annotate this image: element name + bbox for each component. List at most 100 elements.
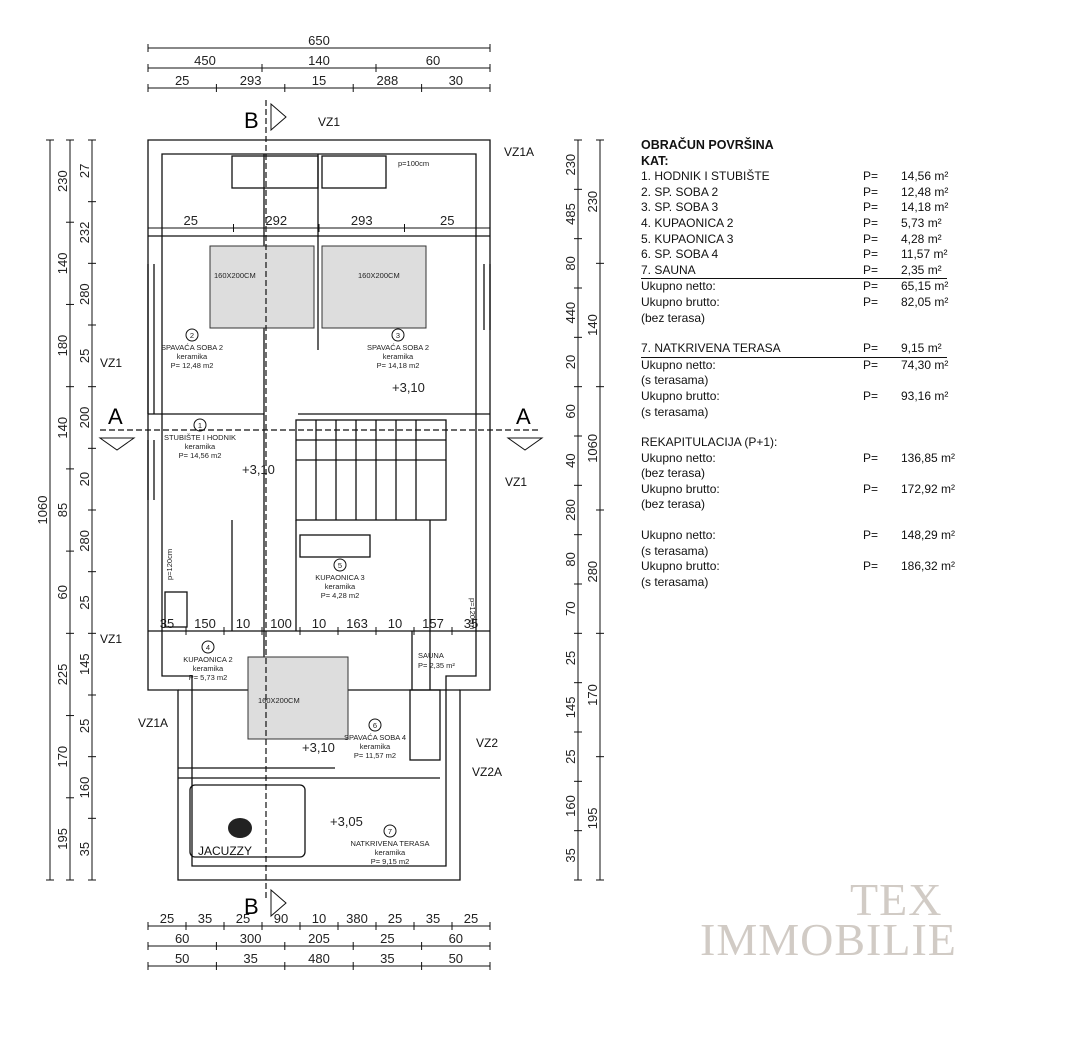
- jacuzzi-drain: [228, 818, 252, 838]
- dimension-label: 90: [274, 911, 288, 926]
- room-name: SPAVAĆA SOBA 4: [344, 733, 406, 742]
- room-floor: keramika: [325, 582, 356, 591]
- dimension-label: 440: [563, 302, 578, 324]
- room-num: 5: [338, 561, 342, 570]
- area-calculation-table: OBRAČUN POVRŠINA KAT: 1. HODNIK I STUBIŠ…: [641, 138, 971, 590]
- dimension-label: 40: [563, 453, 578, 467]
- walls: [147, 139, 491, 881]
- dimension-label: 35: [243, 951, 257, 966]
- note: (bez terasa): [641, 497, 706, 512]
- room-number-circle: [333, 558, 347, 572]
- dimension-label: 160: [77, 777, 92, 799]
- dimension-label: 25: [236, 911, 250, 926]
- dimension-label: 25: [184, 213, 198, 228]
- dimension-label: 195: [585, 807, 600, 829]
- jacuzzi-label: JACUZZY: [198, 844, 252, 858]
- dimension-label: 232: [77, 222, 92, 244]
- dimension-label: 145: [563, 696, 578, 718]
- room-name: SPAVAĆA SOBA 2: [367, 343, 429, 352]
- room-area: P= 5,73 m2: [189, 673, 228, 682]
- section-b-top: B: [244, 108, 259, 133]
- room-num: 6: [373, 721, 377, 730]
- room-number-circle: [391, 328, 405, 342]
- dimension-label: 27: [77, 164, 92, 178]
- dimension-label: 280: [77, 283, 92, 305]
- section-arrows: [98, 102, 544, 918]
- dimension-label: 15: [312, 73, 326, 88]
- dimension-label: 10: [312, 911, 326, 926]
- dimension-label: 300: [240, 931, 262, 946]
- dimension-label: 25: [464, 911, 478, 926]
- dimension-label: 293: [240, 73, 262, 88]
- dimension-label: 170: [55, 746, 70, 768]
- room-number-circle: [368, 718, 382, 732]
- dimension-label: 25: [563, 651, 578, 665]
- room-floor: keramika: [193, 664, 224, 673]
- room-name: NATKRIVENA TERASA: [351, 839, 430, 848]
- dimension-label: 85: [55, 503, 70, 517]
- dimension-label: 288: [377, 73, 399, 88]
- dimension-label: 35: [380, 951, 394, 966]
- table-row: Ukupno brutto:P=172,92 m²: [641, 481, 956, 496]
- sauna-area: P= 2,35 m²: [418, 661, 455, 670]
- dimension-label: 1060: [35, 496, 50, 525]
- level-mark: +3,10: [392, 380, 425, 395]
- dimension-label: 140: [308, 53, 330, 68]
- dimension-label: 480: [308, 951, 330, 966]
- dimension-label: 25: [77, 719, 92, 733]
- dimension-label: 60: [563, 404, 578, 418]
- table-row: Ukupno brutto:P=93,16 m²: [641, 388, 949, 403]
- dimension-label: 50: [175, 951, 189, 966]
- sauna-label: SAUNA: [418, 651, 444, 660]
- table-row: Ukupno netto:P=136,85 m²: [641, 450, 956, 465]
- table-row: Ukupno brutto:P=82,05 m²: [641, 294, 949, 309]
- section-a-left: A: [108, 404, 123, 429]
- dimension-label: 140: [55, 417, 70, 439]
- dimension-label: 25: [77, 595, 92, 609]
- beds: [209, 245, 427, 740]
- room-floor: keramika: [383, 352, 414, 361]
- dimension-label: 25: [563, 749, 578, 763]
- dimension-label: 25: [388, 911, 402, 926]
- table-title: OBRAČUN POVRŠINA: [641, 138, 774, 152]
- room-num: 1: [198, 421, 202, 430]
- vz2-label: VZ2: [476, 736, 498, 750]
- room-name: KUPAONICA 2: [183, 655, 232, 664]
- room-name: SPAVAĆA SOBA 2: [161, 343, 223, 352]
- dimension-label: 50: [449, 951, 463, 966]
- table-row: Ukupno netto:P=65,15 m²: [641, 279, 949, 294]
- dimension-label: 170: [585, 684, 600, 706]
- room-num: 7: [388, 827, 392, 836]
- window-height-120-left: p=120cm: [165, 549, 174, 580]
- bed-label: 160X200CM: [358, 271, 400, 280]
- room-area: P= 4,28 m2: [321, 591, 360, 600]
- dimension-label: 140: [585, 314, 600, 336]
- note: (s terasama): [641, 404, 709, 419]
- axis-lines: [100, 100, 540, 900]
- room-area: P= 14,18 m2: [377, 361, 420, 370]
- dimension-label: 230: [563, 154, 578, 176]
- window-height: p=100cm: [398, 159, 429, 168]
- dimension-label: 140: [55, 252, 70, 274]
- dimension-label: 280: [77, 530, 92, 552]
- dimension-label: 1060: [585, 434, 600, 463]
- bed-label: 160X200CM: [258, 696, 300, 705]
- dimension-label: 650: [308, 33, 330, 48]
- vz1-label-left2: VZ1: [100, 632, 122, 646]
- room-floor: keramika: [177, 352, 208, 361]
- room-area: P= 11,57 m2: [354, 751, 396, 760]
- dimension-label: 10: [388, 616, 402, 631]
- vz1-label-left: VZ1: [100, 356, 122, 370]
- room-number-circle: [201, 640, 215, 654]
- dimension-label: 35: [198, 911, 212, 926]
- dimension-label: 25: [380, 931, 394, 946]
- level-mark: +3,10: [302, 740, 335, 755]
- dimension-label: 10: [236, 616, 250, 631]
